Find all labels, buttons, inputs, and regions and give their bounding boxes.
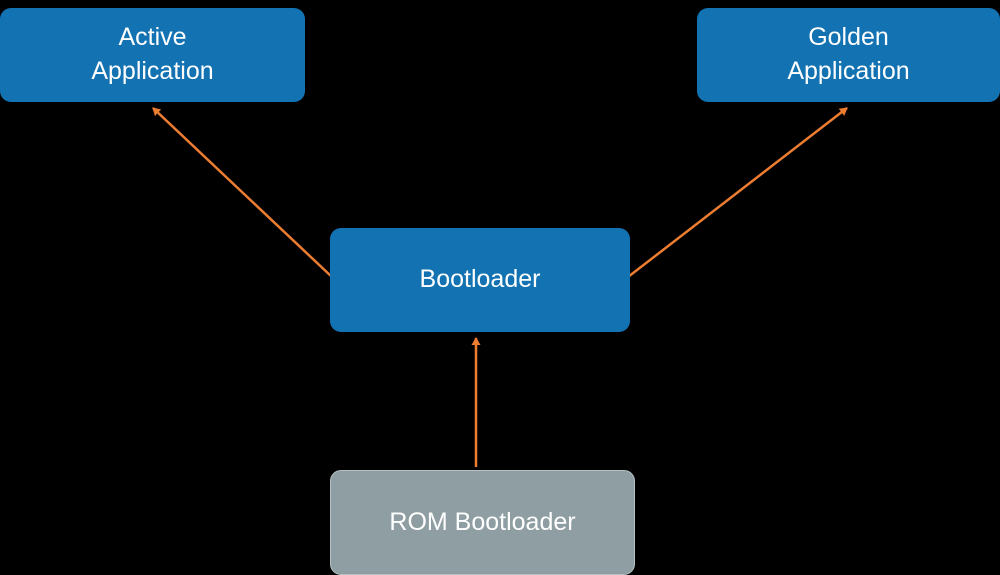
node-rom-bootloader: ROM Bootloader (330, 470, 635, 575)
node-golden-application: Golden Application (697, 8, 1000, 102)
node-bootloader-label: Bootloader (419, 265, 541, 294)
node-golden-application-label: Golden Application (787, 23, 910, 85)
arrow-bootloader-to-golden (627, 107, 848, 278)
node-active-application-label: Active Application (91, 23, 214, 85)
node-bootloader: Bootloader (330, 228, 630, 332)
node-active-application: Active Application (0, 8, 305, 102)
arrow-bootloader-to-active (152, 107, 333, 278)
node-rom-bootloader-label: ROM Bootloader (389, 507, 576, 536)
